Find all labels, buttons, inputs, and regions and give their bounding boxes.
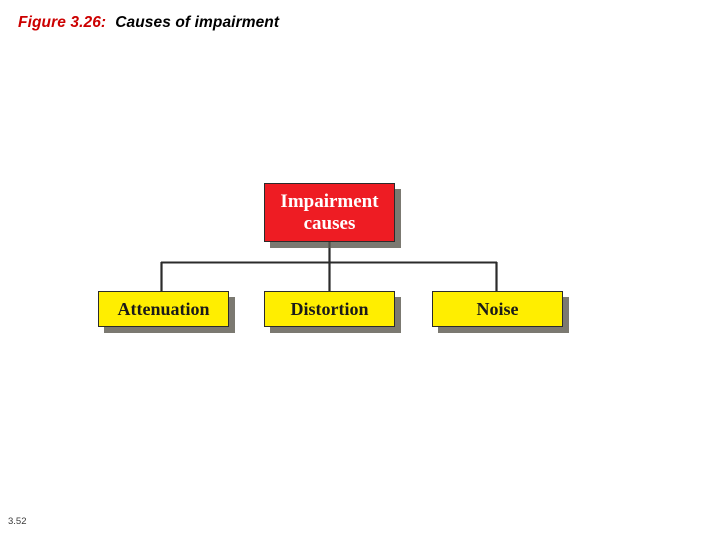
node-attenuation-label: Attenuation (117, 298, 210, 319)
node-distortion[interactable]: Distortion (264, 291, 395, 327)
figure-title: Figure 3.26: Causes of impairment (18, 14, 279, 32)
node-impairment-causes[interactable]: Impairment causes (264, 183, 395, 242)
node-noise-label: Noise (476, 298, 519, 319)
node-attenuation[interactable]: Attenuation (98, 291, 229, 327)
figure-caption: Causes of impairment (115, 14, 280, 31)
page-number: 3.52 (8, 516, 27, 527)
node-impairment-causes-line2: causes (303, 212, 356, 234)
node-noise[interactable]: Noise (432, 291, 563, 327)
node-impairment-causes-line1: Impairment (280, 191, 379, 213)
figure-label: Figure 3.26: (18, 14, 107, 31)
node-distortion-label: Distortion (290, 298, 369, 319)
